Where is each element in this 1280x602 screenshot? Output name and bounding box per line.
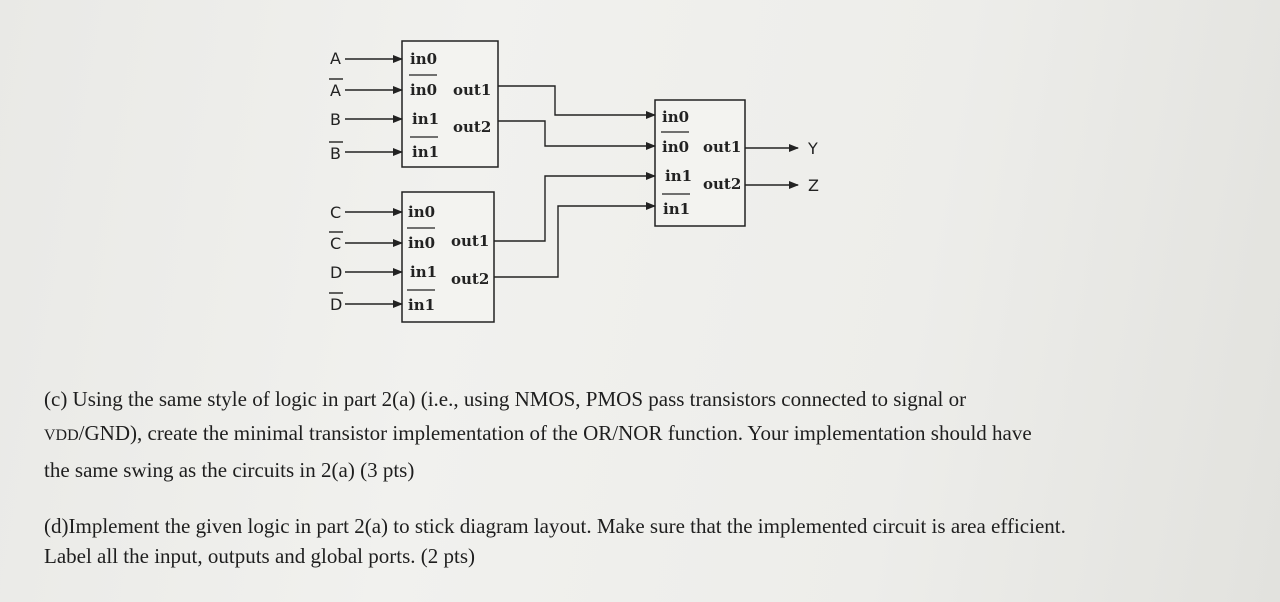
pin-in1: in1 [665, 167, 692, 185]
output-label-y: Y [807, 139, 818, 158]
input-label-c-bar: C [330, 234, 341, 253]
input-label-a-bar: A [330, 81, 341, 100]
input-label-a: A [330, 49, 341, 68]
pin-in1-bar: in1 [663, 200, 690, 218]
pin-out2: out2 [451, 270, 489, 288]
output-label-z: Z [808, 176, 819, 195]
wire-b2-out2 [494, 202, 656, 278]
pin-out1: out1 [703, 138, 741, 156]
vdd-label: VDD [44, 427, 79, 444]
question-c-line-2-text: /GND), create the minimal transistor imp… [78, 421, 1032, 445]
pin-out2: out2 [453, 118, 491, 136]
pin-in0-bar: in0 [410, 81, 437, 99]
pin-in0: in0 [408, 203, 435, 221]
question-c-line-1: (c) Using the same style of logic in par… [44, 387, 967, 411]
input-label-b-bar: B [330, 144, 341, 163]
wire-b1-out1 [498, 85, 656, 119]
pin-out1: out1 [453, 81, 491, 99]
question-d-line-1: (d)Implement the given logic in part 2(a… [44, 514, 1066, 538]
pin-in0-bar: in0 [408, 234, 435, 252]
question-c: (c) Using the same style of logic in par… [44, 382, 1280, 487]
input-label-d-bar: D [330, 295, 342, 314]
question-d-line-2: Label all the input, outputs and global … [44, 544, 476, 568]
pin-in1: in1 [412, 110, 439, 128]
pin-in0: in0 [662, 108, 689, 126]
input-label-b: B [330, 110, 341, 129]
question-c-line-2: VDD/GND), create the minimal transistor … [44, 416, 1280, 453]
pin-out2: out2 [703, 175, 741, 193]
question-d: (d)Implement the given logic in part 2(a… [44, 511, 1280, 571]
question-c-line-3: the same swing as the circuits in 2(a) (… [44, 458, 415, 482]
pin-in1-bar: in1 [408, 296, 435, 314]
mux-block-diagram: A A B B C C D D in0 in0 in1 in1 out1 out… [329, 40, 819, 323]
input-label-d: D [330, 263, 342, 282]
mux-block-3 [654, 99, 746, 227]
wire-b1-out2 [498, 120, 656, 150]
pin-in1-bar: in1 [412, 143, 439, 161]
pin-in0-bar: in0 [662, 138, 689, 156]
pin-in0: in0 [410, 50, 437, 68]
mux-block-1 [401, 40, 499, 168]
pin-out1: out1 [451, 232, 489, 250]
pin-in1: in1 [410, 263, 437, 281]
mux-block-2 [401, 191, 495, 323]
input-label-c: C [330, 203, 341, 222]
wire-b2-out1 [494, 172, 656, 242]
